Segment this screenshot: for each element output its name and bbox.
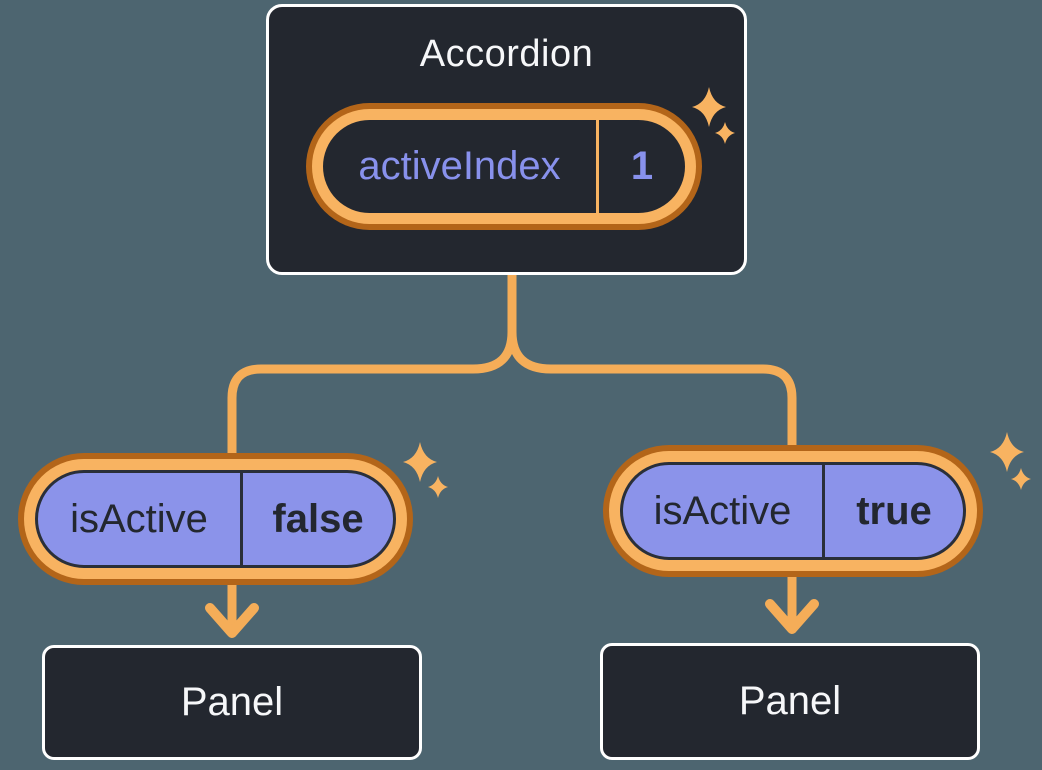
prop-name-left: isActive (70, 496, 208, 541)
prop-pill-right-body: isActive true (620, 462, 966, 560)
state-pill-body: activeIndex 1 (323, 120, 685, 213)
prop-name-right: isActive (653, 488, 792, 533)
state-value: 1 (630, 144, 654, 188)
panel-box-right: Panel (600, 643, 980, 760)
arrow-head-left (205, 603, 259, 638)
prop-value-right: true (856, 488, 932, 533)
component-title: Accordion (419, 33, 594, 75)
sparkle-icon (990, 432, 1031, 490)
pill-divider (240, 473, 243, 565)
sparkle-icon (403, 442, 448, 498)
state-pill: activeIndex 1 (306, 103, 702, 230)
panel-label-right: Panel (738, 679, 842, 723)
prop-value-left: false (272, 496, 364, 541)
prop-pill-right-ring: isActive true (609, 451, 977, 571)
pill-divider (596, 120, 599, 213)
panel-box-left: Panel (42, 645, 422, 760)
prop-pill-left-body: isActive false (35, 470, 396, 568)
state-pill-ring: activeIndex 1 (312, 109, 696, 224)
prop-pill-left-ring: isActive false (24, 459, 407, 579)
pill-divider (822, 465, 825, 557)
prop-pill-right: isActive true (603, 445, 983, 577)
arrow-head-right (765, 599, 819, 634)
prop-pill-left: isActive false (18, 453, 413, 585)
state-name: activeIndex (358, 144, 561, 188)
accordion-component-box: Accordion activeIndex 1 (266, 4, 747, 275)
panel-label-left: Panel (180, 680, 284, 724)
